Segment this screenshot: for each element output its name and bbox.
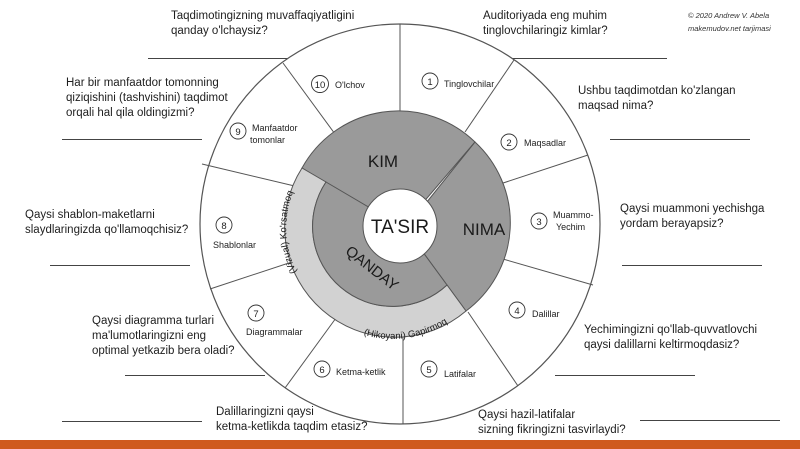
svg-text:O'lchov: O'lchov	[335, 80, 365, 90]
nima-label: NIMA	[463, 220, 506, 239]
svg-text:7: 7	[253, 309, 258, 320]
svg-text:9: 9	[235, 127, 240, 138]
svg-text:Tinglovchilar: Tinglovchilar	[444, 79, 494, 89]
svg-text:8: 8	[221, 221, 226, 232]
answer-line-objectives	[610, 139, 750, 140]
segment-stakeholders: 9 Manfaatdor tomonlar	[229, 122, 298, 145]
question-sequence: Dalillaringizni qaysi ketma-ketlikda taq…	[216, 406, 368, 433]
question-stakeholders: Har bir manfaatdor tomonning qiziqishini…	[66, 77, 228, 119]
answer-line-evidence	[555, 375, 695, 376]
svg-text:Muammo-: Muammo-	[553, 210, 594, 220]
segment-objectives: 2 Maqsadlar	[500, 133, 566, 151]
svg-text:Latifalar: Latifalar	[444, 369, 476, 379]
question-objectives: Ushbu taqdimotdan ko'zlangan maqsad nima…	[578, 85, 736, 112]
svg-text:6: 6	[319, 365, 324, 376]
svg-text:tomonlar: tomonlar	[250, 135, 285, 145]
credit-line-2: makemudov.net tarjimasi	[688, 24, 771, 33]
svg-text:Ketma-ketlik: Ketma-ketlik	[336, 367, 386, 377]
credit-line-1: © 2020 Andrew V. Abela	[688, 11, 770, 20]
accent-bar	[0, 440, 800, 449]
segment-anecdotes: 5 Latifalar	[420, 360, 476, 379]
answer-line-measurement	[148, 58, 288, 59]
segment-templates: 8 Shablonlar	[213, 216, 256, 250]
svg-text:Manfaatdor: Manfaatdor	[252, 123, 298, 133]
segment-sequence: 6 Ketma-ketlik	[313, 360, 386, 378]
question-audience: Auditoriyada eng muhim tinglovchilaringi…	[483, 10, 608, 37]
question-evidence: Yechimingizni qo'llab-quvvatlovchi qaysi…	[584, 324, 758, 351]
impact-label: TA'SIR	[371, 217, 429, 238]
question-templates: Qaysi shablon-maketlarni slaydlaringizda…	[25, 209, 189, 236]
svg-text:10: 10	[315, 80, 326, 91]
svg-text:Yechim: Yechim	[556, 222, 585, 232]
svg-text:Maqsadlar: Maqsadlar	[524, 138, 566, 148]
svg-text:3: 3	[536, 217, 541, 228]
answer-line-templates	[50, 265, 190, 266]
answer-line-anecdotes	[640, 420, 780, 421]
segment-dividers	[201, 24, 594, 424]
svg-text:4: 4	[514, 306, 519, 317]
answer-line-problem	[622, 265, 762, 266]
kim-label: KIM	[368, 152, 398, 171]
svg-text:5: 5	[426, 365, 431, 376]
question-problem: Qaysi muammoni yechishga yordam berayaps…	[620, 203, 765, 230]
segment-problem-solution: 3 Muammo- Yechim	[530, 210, 594, 232]
answer-line-sequence	[62, 421, 202, 422]
credit: © 2020 Andrew V. Abela makemudov.net tar…	[688, 9, 771, 35]
segment-evidence: 4 Dalillar	[508, 301, 560, 319]
svg-text:Dalillar: Dalillar	[532, 309, 560, 319]
impact-center	[362, 188, 438, 264]
svg-text:Shablonlar: Shablonlar	[213, 240, 256, 250]
question-charts: Qaysi diagramma turlari ma'lumotlaringiz…	[92, 315, 235, 357]
answer-line-charts	[125, 375, 265, 376]
question-anecdotes: Qaysi hazil-latifalar sizning fikringizn…	[478, 409, 626, 436]
svg-text:1: 1	[427, 77, 432, 88]
svg-text:Diagrammalar: Diagrammalar	[246, 327, 303, 337]
segment-audience: 1 Tinglovchilar	[421, 72, 494, 90]
question-measurement: Taqdimotingizning muvaffaqiyatligini qan…	[171, 10, 355, 37]
svg-text:2: 2	[506, 138, 511, 149]
segment-measurement: 10 O'lchov	[311, 75, 365, 93]
segment-charts: 7 Diagrammalar	[246, 304, 303, 337]
answer-line-stakeholders	[62, 139, 202, 140]
answer-line-audience	[497, 58, 667, 59]
